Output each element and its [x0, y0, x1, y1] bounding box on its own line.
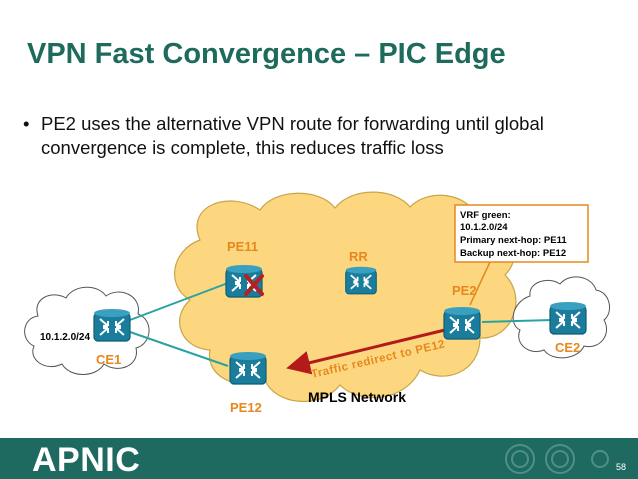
label-ce1: CE1: [96, 352, 121, 367]
slide-title: VPN Fast Convergence – PIC Edge: [27, 38, 506, 70]
label-rr: RR: [349, 249, 368, 264]
router-ce2-icon: [549, 301, 587, 335]
label-pe12: PE12: [230, 400, 262, 415]
vrf-line-2: 10.1.2.0/24: [460, 222, 508, 233]
bullet-text: PE2 uses the alternative VPN route for f…: [41, 113, 544, 158]
router-pe2-icon: [443, 306, 481, 340]
link-ce1-pe11: [129, 282, 229, 321]
label-pe11: PE11: [227, 239, 258, 254]
apnic-logo: APNIC: [32, 441, 141, 479]
router-rr-icon: [344, 265, 378, 295]
label-pe2: PE2: [452, 283, 477, 298]
page-number: 58: [615, 462, 626, 472]
bullet-item: • PE2 uses the alternative VPN route for…: [23, 112, 623, 160]
vrf-callout-line: [469, 261, 491, 306]
mpls-network-label: MPLS Network: [308, 389, 406, 405]
prefix-label: 10.1.2.0/24: [40, 332, 90, 343]
bullet-marker: •: [23, 113, 30, 134]
mpls-cloud: [174, 191, 517, 403]
link-pe2-ce2: [481, 319, 553, 323]
vrf-line-4: Backup next-hop: PE12: [460, 248, 566, 259]
vrf-line-1: VRF green:: [460, 210, 511, 221]
link-ce1-pe12: [129, 331, 229, 367]
label-ce2: CE2: [555, 340, 580, 355]
redirect-arrow: [286, 328, 446, 375]
router-pe12-icon: [229, 351, 267, 385]
router-ce1-icon: [93, 308, 131, 342]
vrf-line-3: Primary next-hop: PE11: [460, 235, 567, 246]
ce1-cloud: [24, 286, 150, 375]
vrf-info-box: [454, 204, 589, 263]
failure-x-icon: [244, 274, 264, 296]
